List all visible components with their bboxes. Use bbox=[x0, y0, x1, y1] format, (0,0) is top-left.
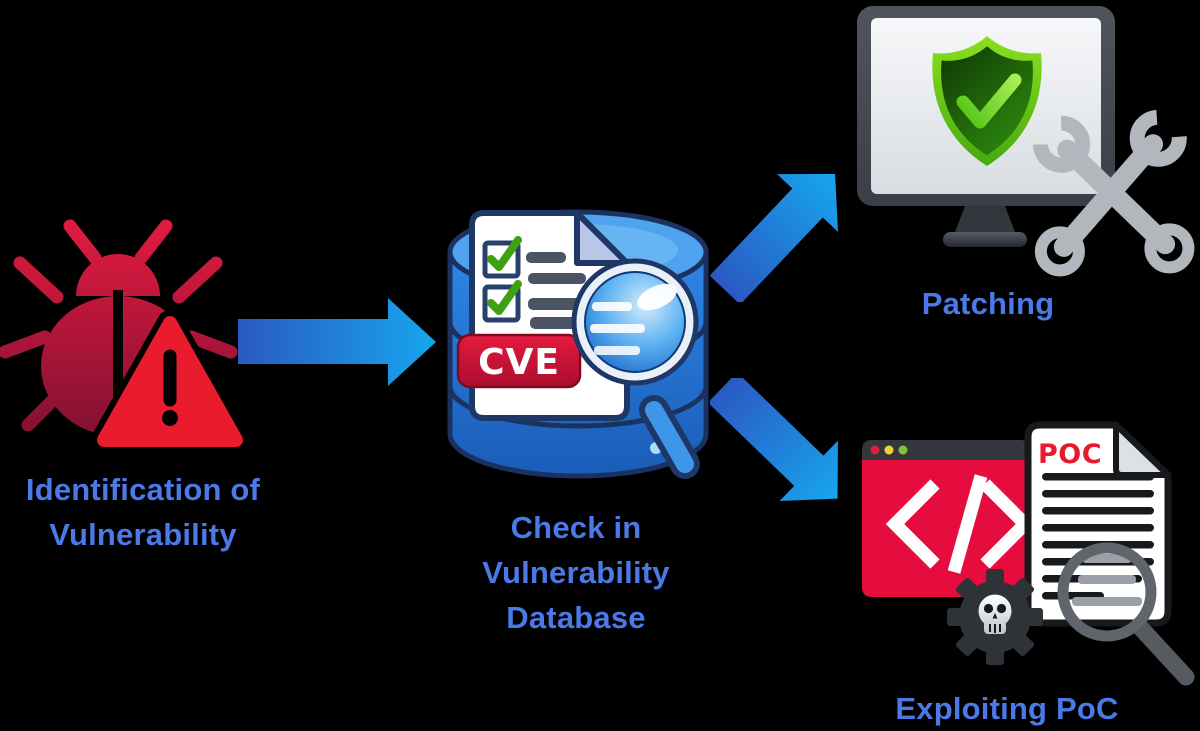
poc-badge-text: POC bbox=[1038, 439, 1102, 470]
magnified-text-lines bbox=[1072, 554, 1142, 606]
skull-gear-icon bbox=[947, 569, 1043, 665]
cve-badge-text: CVE bbox=[478, 342, 560, 383]
shield-check-icon bbox=[932, 36, 1042, 166]
exclamation-icon bbox=[162, 349, 178, 426]
identification-icon-group bbox=[0, 219, 249, 453]
exploiting-icon-group: POC bbox=[862, 421, 1195, 686]
identification-label: Identification of Vulnerability bbox=[25, 472, 261, 552]
check-database-label: Check in Vulnerability Database bbox=[482, 510, 670, 635]
skull-icon bbox=[978, 594, 1012, 634]
magnifier-blue-icon bbox=[571, 258, 700, 479]
patching-icon-group bbox=[857, 6, 1195, 277]
checkbox-icon bbox=[482, 236, 522, 323]
window-traffic-dots bbox=[870, 445, 908, 455]
magnifier-gray-icon bbox=[1057, 542, 1195, 686]
warning-triangle-icon bbox=[91, 310, 249, 453]
arrow-down-right-icon bbox=[710, 378, 838, 501]
cve-badge: CVE bbox=[456, 333, 582, 389]
arrow-right-icon bbox=[238, 298, 436, 386]
patching-label: Patching bbox=[921, 286, 1055, 321]
cve-database-icon: CVE bbox=[447, 209, 709, 479]
document-checklist-icon bbox=[469, 210, 630, 421]
crossed-wrenches-icon bbox=[1033, 109, 1195, 277]
exploiting-label: Exploiting PoC bbox=[895, 691, 1119, 726]
code-window-icon bbox=[862, 440, 1035, 597]
arrow-up-right-icon bbox=[710, 173, 838, 302]
